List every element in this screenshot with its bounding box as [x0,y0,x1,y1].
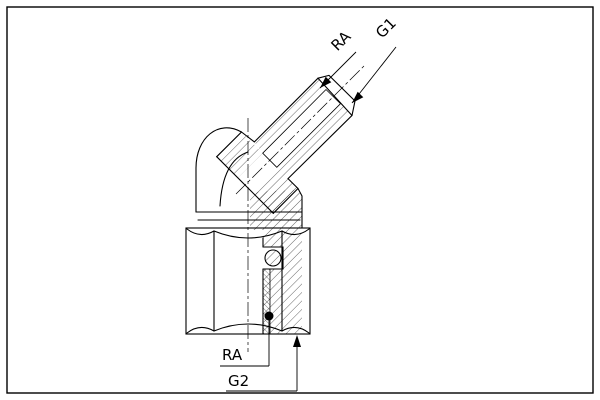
label-g2: G2 [228,372,249,390]
bend-inner-curve [219,151,249,207]
ra-bottom-leader-line [220,318,270,367]
stud-centerline [235,63,367,195]
swivel-joint-lines [195,211,303,221]
bend-outer-curve [195,127,243,169]
g1-arrowhead [352,91,364,103]
ra-top-arrowhead [320,76,332,88]
bottom-port [262,237,284,335]
g2-leader-line [226,345,298,392]
internal-thread-g2 [263,269,270,334]
o-ring [264,249,282,267]
g2-arrowhead [293,335,301,347]
ra-leader-dot [264,311,274,321]
body-right-edge [297,187,303,229]
label-ra-bottom: RA [222,346,243,364]
fitting-body [185,74,356,335]
